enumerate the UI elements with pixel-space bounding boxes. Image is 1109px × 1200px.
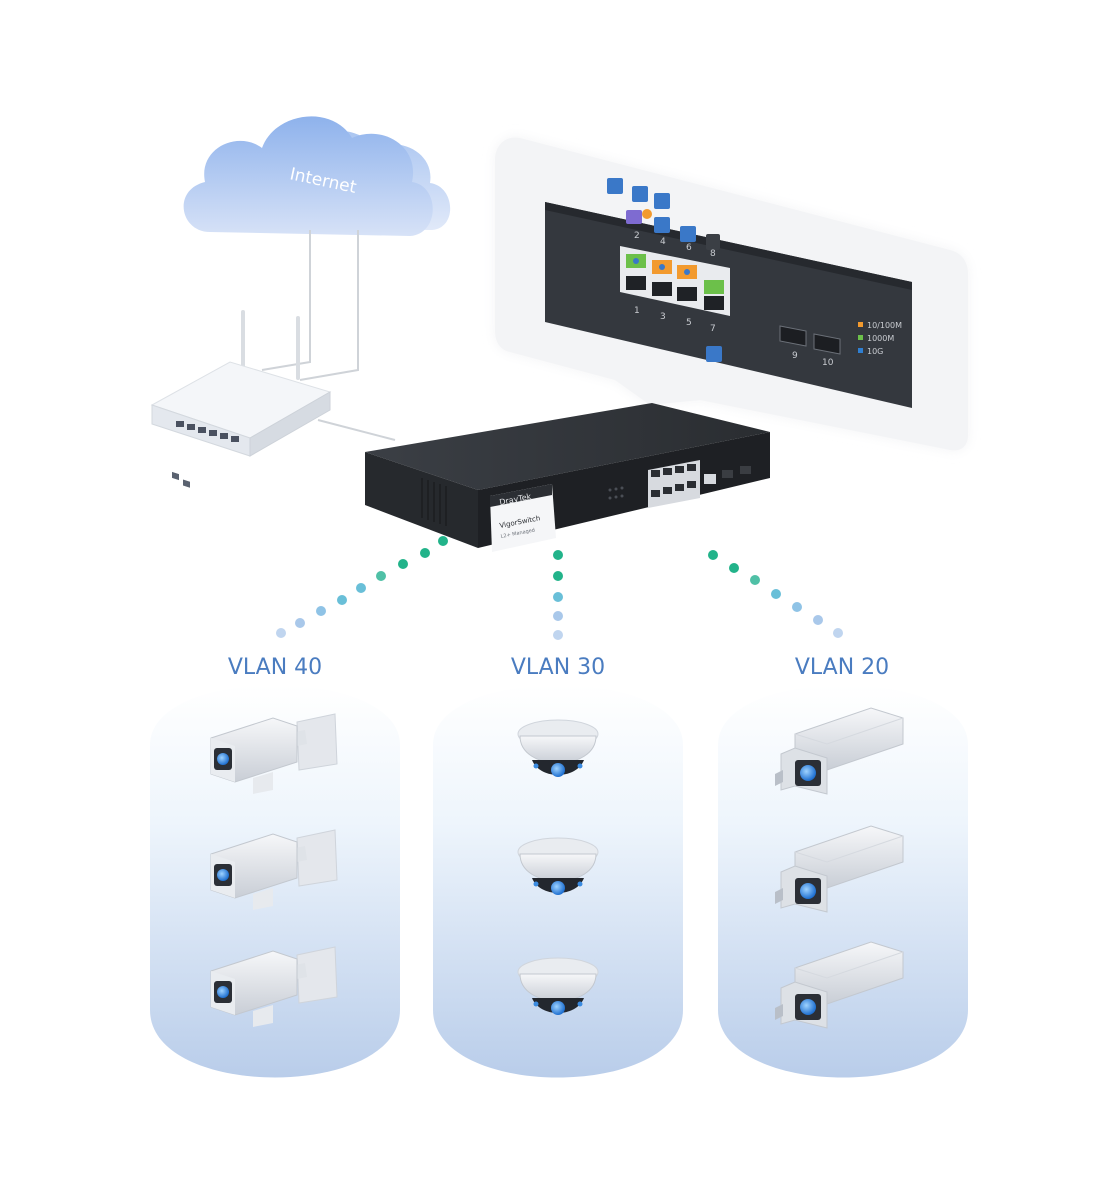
router-icon — [150, 310, 332, 488]
port-number: 3 — [660, 312, 666, 322]
uplink-cables — [261, 230, 396, 441]
svg-text:10/100M: 10/100M — [867, 321, 902, 330]
speed-legend: 10/100M 1000M 10G — [858, 321, 902, 356]
port-number: 4 — [660, 237, 666, 247]
rj45-port-block — [620, 246, 730, 316]
port-number: 8 — [710, 249, 716, 259]
front-panel-callout: 2 4 6 8 1 3 5 7 9 10 — [495, 137, 968, 451]
svg-text:1000M: 1000M — [867, 334, 894, 343]
port-number: 7 — [710, 324, 716, 334]
sfp-number: 10 — [822, 358, 834, 368]
vlan-40-label: VLAN 40 — [228, 655, 322, 680]
svg-text:10G: 10G — [867, 347, 883, 356]
port-number: 2 — [634, 231, 640, 241]
port-number: 6 — [686, 243, 692, 253]
ethernet-port-icon — [626, 254, 724, 294]
internet-cloud-icon: Internet — [183, 116, 451, 236]
vlan-20-link-dots — [708, 550, 843, 638]
vlan-30-link-dots — [553, 550, 563, 640]
vlan-20-label: VLAN 20 — [795, 655, 889, 680]
sfp-number: 9 — [792, 351, 798, 361]
port-status-icons — [607, 178, 722, 362]
vlan-40-link-dots — [276, 536, 448, 638]
vlan-30-label: VLAN 30 — [511, 655, 605, 680]
vigorswitch-device: DrayTek DrayTek VigorSwitch L2+ Managed — [365, 403, 770, 552]
sfp-port-icon — [779, 325, 841, 355]
switch-port-icon — [648, 460, 751, 508]
port-number: 5 — [686, 318, 692, 328]
port-number: 1 — [634, 306, 640, 316]
